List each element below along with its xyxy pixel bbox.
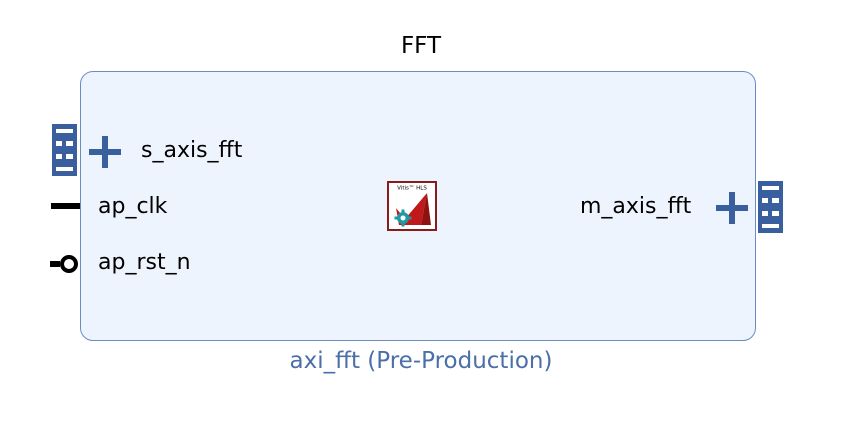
m-axis-fft-expand-icon[interactable]: [716, 192, 748, 224]
port-label-s-axis-fft: s_axis_fft: [141, 138, 243, 163]
m-axis-fft-bus-icon[interactable]: [756, 181, 786, 233]
port-label-ap-clk: ap_clk: [98, 194, 168, 219]
port-label-m-axis-fft: m_axis_fft: [580, 194, 692, 219]
port-label-ap-rst-n: ap_rst_n: [98, 250, 191, 275]
instance-name: FFT: [400, 33, 442, 59]
module-label: axi_fft (Pre-Production): [289, 348, 553, 374]
clock-pin-icon[interactable]: [51, 202, 81, 210]
vitis-hls-logo: Vitis™ HLS: [387, 181, 437, 231]
inverted-pin-icon[interactable]: [50, 252, 82, 276]
vitis-hls-logo-text: Vitis™ HLS: [397, 185, 427, 192]
s-axis-fft-expand-icon[interactable]: [89, 136, 121, 168]
s-axis-fft-bus-icon[interactable]: [50, 124, 80, 176]
